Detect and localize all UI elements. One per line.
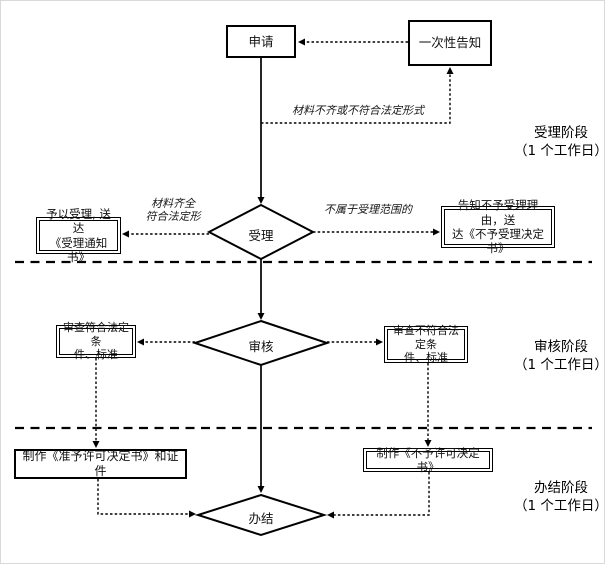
node-apply: 申请 (226, 25, 296, 58)
arrowhead-into-fail-box (376, 338, 383, 346)
node-accept-reject-label: 告知不予受理理由，送 达《不予受理决定书》 (452, 198, 544, 256)
node-review-fail-label: 审查不符合法定条 件、标准 (393, 323, 459, 365)
stage-accept-name: 受理阶段 (534, 125, 588, 141)
edge-label-materials-complete: 材料齐全 符合法定形 (145, 197, 201, 223)
stage-complete-duration: （1 个工作日） (514, 498, 605, 514)
edge-incomplete-to-notice (261, 72, 451, 124)
arrowhead-into-permit-box (92, 441, 100, 448)
arrowhead-into-reject-box (433, 228, 440, 236)
node-make-permit: 制作《准予许可决定书》和证件 (14, 449, 187, 479)
arrowhead-into-grant-box (122, 230, 129, 238)
arrowhead-into-pass-box (137, 338, 144, 346)
node-one-time-notice-label: 一次性告知 (418, 35, 482, 51)
edge-label-out-of-scope: 不属于受理范围的 (324, 203, 412, 216)
node-accept-grant-label: 予以受理, 送达 《受理通知书》 (46, 206, 111, 264)
node-accept-reject: 告知不予受理理由，送 达《不予受理决定书》 (441, 198, 555, 255)
arrowhead-into-accept (257, 197, 265, 204)
arrowhead-permit-into-complete (189, 510, 196, 518)
arrowhead-denial-into-complete (327, 511, 334, 519)
node-one-time-notice: 一次性告知 (408, 20, 492, 66)
arrowhead-into-notice (446, 67, 454, 74)
stage-label-accept: 受理阶段 （1 个工作日） (513, 124, 605, 160)
stage-label-complete: 办结阶段 （1 个工作日） (513, 479, 605, 515)
stage-review-duration: （1 个工作日） (514, 357, 605, 373)
stage-review-name: 审核阶段 (534, 339, 588, 355)
node-make-denial-label: 制作《不予许可决定书》 (376, 446, 480, 474)
node-review-pass-label: 审查符合法定条 件、标准 (63, 320, 129, 362)
stage-label-review: 审核阶段 （1 个工作日） (513, 338, 605, 374)
node-make-permit-label: 制作《准予许可决定书》和证件 (22, 449, 179, 478)
decision-review-shape (191, 319, 331, 367)
edge-label-materials-incomplete: 材料不齐或不符合法定形式 (292, 104, 424, 117)
node-make-denial: 制作《不予许可决定书》 (363, 446, 493, 474)
node-review-pass: 审查符合法定条 件、标准 (56, 321, 136, 361)
arrowhead-into-complete (257, 486, 265, 493)
stage-complete-name: 办结阶段 (534, 480, 588, 496)
edge-denial-to-complete (332, 472, 430, 516)
arrowhead-into-denial-box (424, 440, 432, 447)
node-accept-grant: 予以受理, 送达 《受理通知书》 (36, 207, 121, 264)
decision-complete-shape (194, 493, 328, 537)
stage-accept-duration: （1 个工作日） (514, 143, 605, 159)
decision-accept-shape (206, 203, 316, 261)
arrowhead-into-apply (298, 38, 305, 46)
node-review-fail: 审查不符合法定条 件、标准 (384, 323, 468, 365)
edge-permit-to-complete (97, 479, 190, 515)
arrowhead-into-review (257, 313, 265, 320)
node-apply-label: 申请 (248, 33, 274, 49)
